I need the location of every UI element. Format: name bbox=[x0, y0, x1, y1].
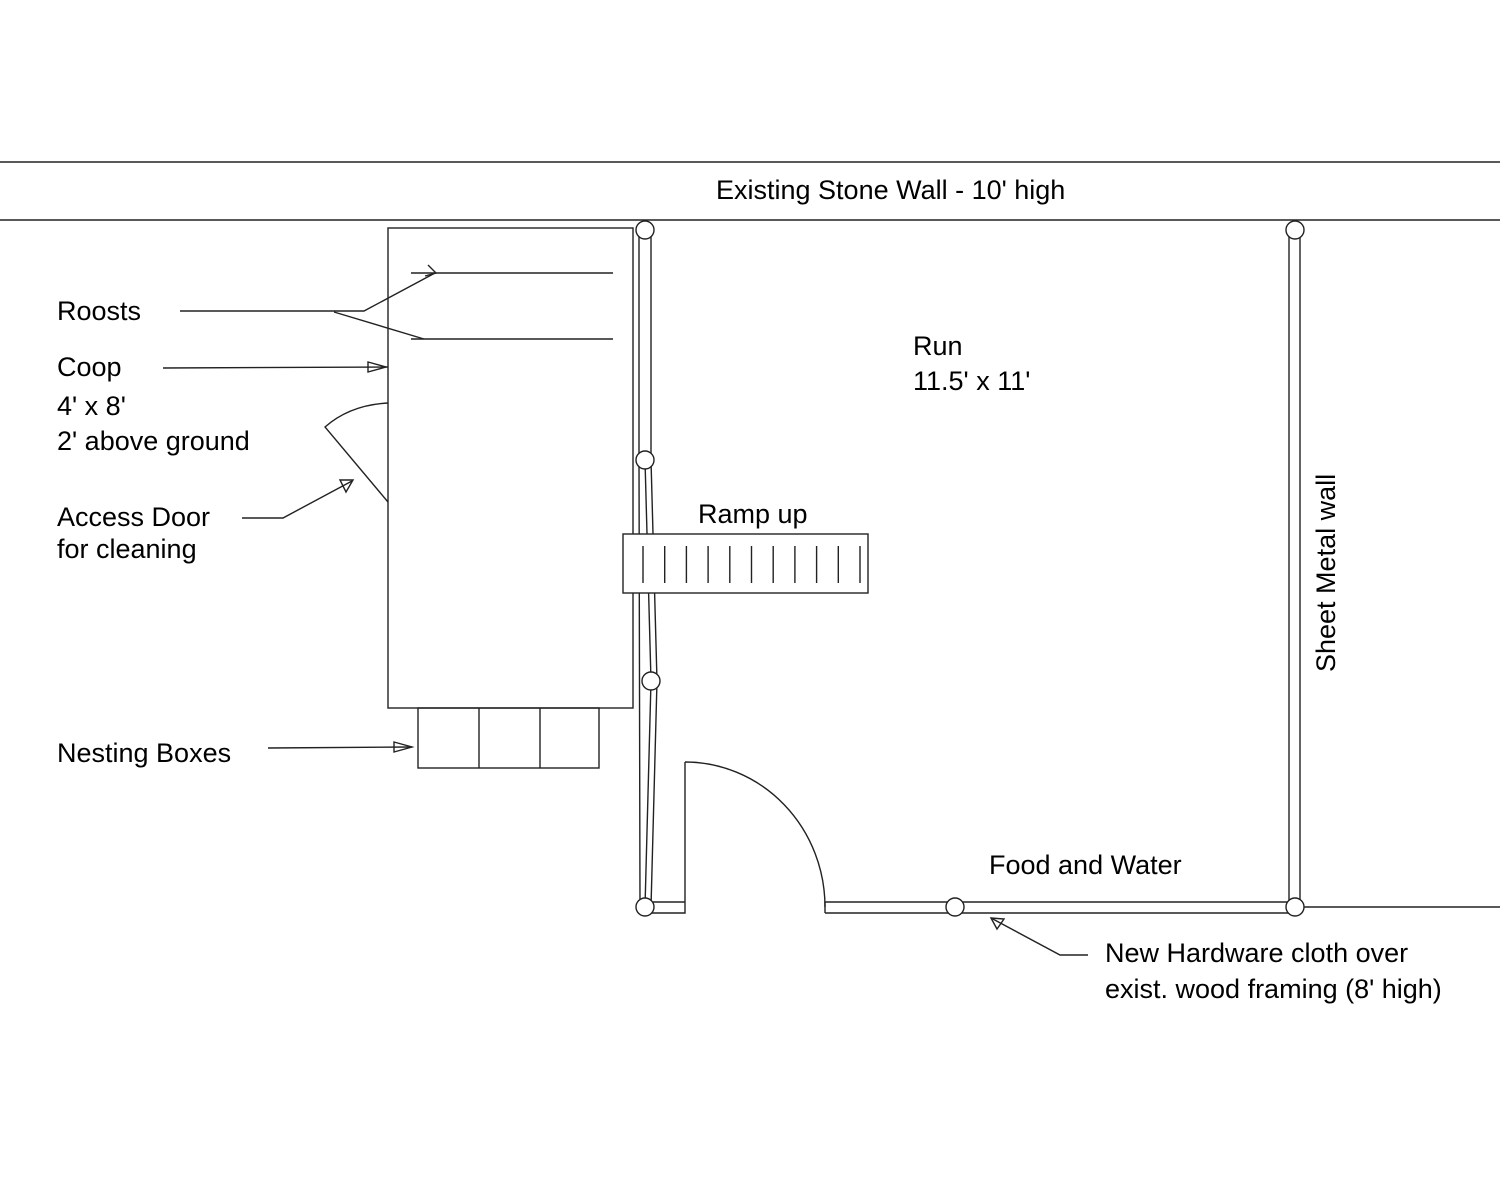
coop-height-label: 2' above ground bbox=[57, 426, 250, 456]
coop bbox=[324, 227, 634, 709]
coop-label: Coop bbox=[57, 352, 122, 382]
run-size-label: 11.5' x 11' bbox=[913, 366, 1030, 396]
gate-swing bbox=[684, 761, 826, 908]
hardware-cloth-label-2: exist. wood framing (8' high) bbox=[1105, 974, 1442, 1004]
sheet-metal-wall-label: Sheet Metal wall bbox=[1311, 474, 1341, 672]
nesting-boxes bbox=[417, 707, 600, 769]
access-door-label: Access Door bbox=[57, 502, 210, 532]
leader-arrows bbox=[162, 264, 1088, 956]
fence-bottom bbox=[645, 761, 1500, 914]
hardware-cloth-label: New Hardware cloth over bbox=[1105, 938, 1408, 968]
access-door-swing bbox=[324, 402, 389, 503]
stone-wall: Existing Stone Wall - 10' high bbox=[0, 161, 1500, 221]
nesting-boxes-label: Nesting Boxes bbox=[57, 738, 231, 768]
run-label: Run bbox=[913, 331, 963, 361]
ramp bbox=[622, 533, 869, 594]
coop-size-label: 4' x 8' bbox=[57, 391, 126, 421]
ramp-label: Ramp up bbox=[698, 499, 808, 529]
food-water-label: Food and Water bbox=[989, 850, 1182, 880]
fence-posts bbox=[635, 220, 1305, 917]
stone-wall-label: Existing Stone Wall - 10' high bbox=[716, 175, 1065, 205]
access-door-label-2: for cleaning bbox=[57, 534, 197, 564]
fence-right bbox=[1288, 230, 1301, 907]
roosts-label: Roosts bbox=[57, 296, 141, 326]
